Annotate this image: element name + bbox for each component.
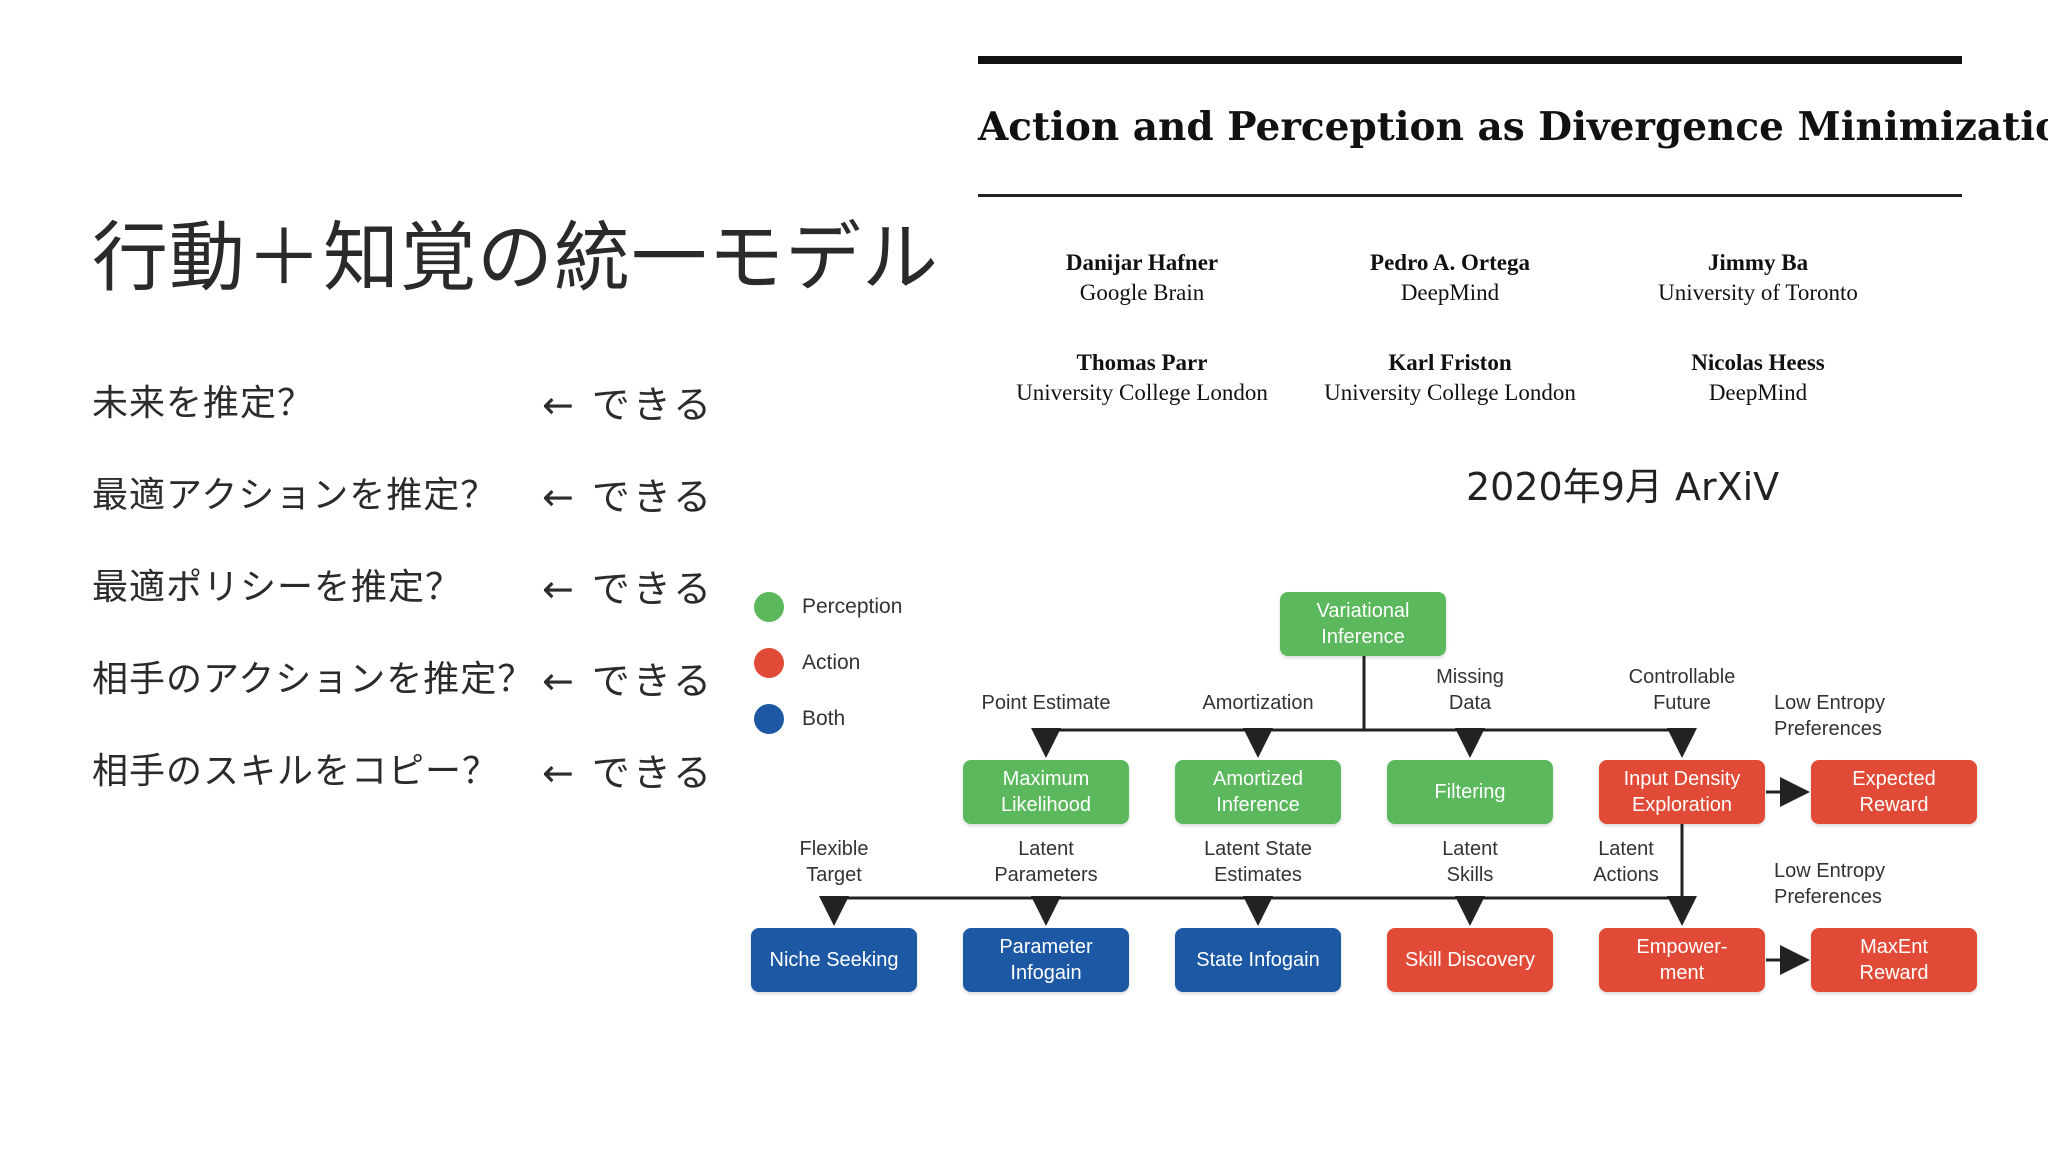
legend-action: Action <box>754 648 860 678</box>
author: Karl Friston University College London <box>1290 350 1610 406</box>
question-row: 相手のアクションを推定？ ← できる <box>92 636 732 728</box>
question-row: 最適アクションを推定？ ← できる <box>92 452 732 544</box>
author-name: Danijar Hafner <box>1065 250 1219 275</box>
action-dot-icon <box>754 648 784 678</box>
paper-title: Action and Perception as Divergence Mini… <box>978 104 2048 150</box>
answer-text: ← できる <box>542 751 715 795</box>
question-row: 未来を推定？ ← できる <box>92 360 732 452</box>
paper-header: Action and Perception as Divergence Mini… <box>978 56 2048 416</box>
both-dot-icon <box>754 704 784 734</box>
legend-label: Perception <box>802 595 903 618</box>
author: Thomas Parr University College London <box>982 350 1302 406</box>
node-filtering: Filtering <box>1387 760 1553 824</box>
answer-text: ← できる <box>542 567 715 611</box>
author-affiliation: DeepMind <box>1400 280 1500 305</box>
author-list: Danijar Hafner Google Brain Pedro A. Ort… <box>978 250 1962 410</box>
paper-bottom-rule <box>978 194 1962 197</box>
legend-both: Both <box>754 704 845 734</box>
author-affiliation: University College London <box>1016 380 1268 405</box>
publication-date: 2020年9月 ArXiV <box>1466 465 1780 509</box>
answer-text: ← できる <box>542 383 715 427</box>
author: Jimmy Ba University of Toronto <box>1598 250 1918 306</box>
diagram-connectors <box>819 656 1810 975</box>
answer-text: ← できる <box>542 475 715 519</box>
legend-perception: Perception <box>754 592 902 622</box>
node-niche-seeking: Niche Seeking <box>751 928 917 992</box>
author: Danijar Hafner Google Brain <box>982 250 1302 306</box>
question-text: 未来を推定？ <box>92 383 315 424</box>
edge-label-point-estimate: Point Estimate <box>981 692 1111 714</box>
node-empowerment: Empower-ment <box>1599 928 1765 992</box>
legend-label: Both <box>802 707 846 730</box>
author-name: Thomas Parr <box>1076 350 1208 375</box>
perception-dot-icon <box>754 592 784 622</box>
legend-label: Action <box>802 651 861 674</box>
question-text: 最適アクションを推定？ <box>92 475 498 516</box>
question-row: 最適ポリシーを推定？ ← できる <box>92 544 732 636</box>
author-affiliation: University of Toronto <box>1658 280 1858 305</box>
author-affiliation: Google Brain <box>1079 280 1205 305</box>
author-name: Jimmy Ba <box>1707 250 1809 275</box>
question-text: 最適ポリシーを推定？ <box>92 567 463 608</box>
author-name: Karl Friston <box>1388 350 1512 375</box>
author-affiliation: University College London <box>1324 380 1576 405</box>
question-row: 相手のスキルをコピー？ ← できる <box>92 728 732 820</box>
author: Pedro A. Ortega DeepMind <box>1290 250 1610 306</box>
slide-title: 行動＋知覚の統一モデル <box>92 213 939 302</box>
node-state-infogain: State Infogain <box>1175 928 1341 992</box>
node-skill-discovery: Skill Discovery <box>1387 928 1553 992</box>
author-name: Nicolas Heess <box>1691 350 1825 375</box>
author-affiliation: DeepMind <box>1708 380 1808 405</box>
paper-top-rule <box>978 56 1962 64</box>
question-text: 相手のスキルをコピー？ <box>92 751 500 792</box>
answer-text: ← できる <box>542 659 715 703</box>
question-list: 未来を推定？ ← できる 最適アクションを推定？ ← できる 最適ポリシーを推定… <box>92 360 732 820</box>
author: Nicolas Heess DeepMind <box>1598 350 1918 406</box>
author-name: Pedro A. Ortega <box>1370 250 1530 275</box>
question-text: 相手のアクションを推定？ <box>92 659 535 700</box>
edge-label-amortization: Amortization <box>1202 692 1314 714</box>
